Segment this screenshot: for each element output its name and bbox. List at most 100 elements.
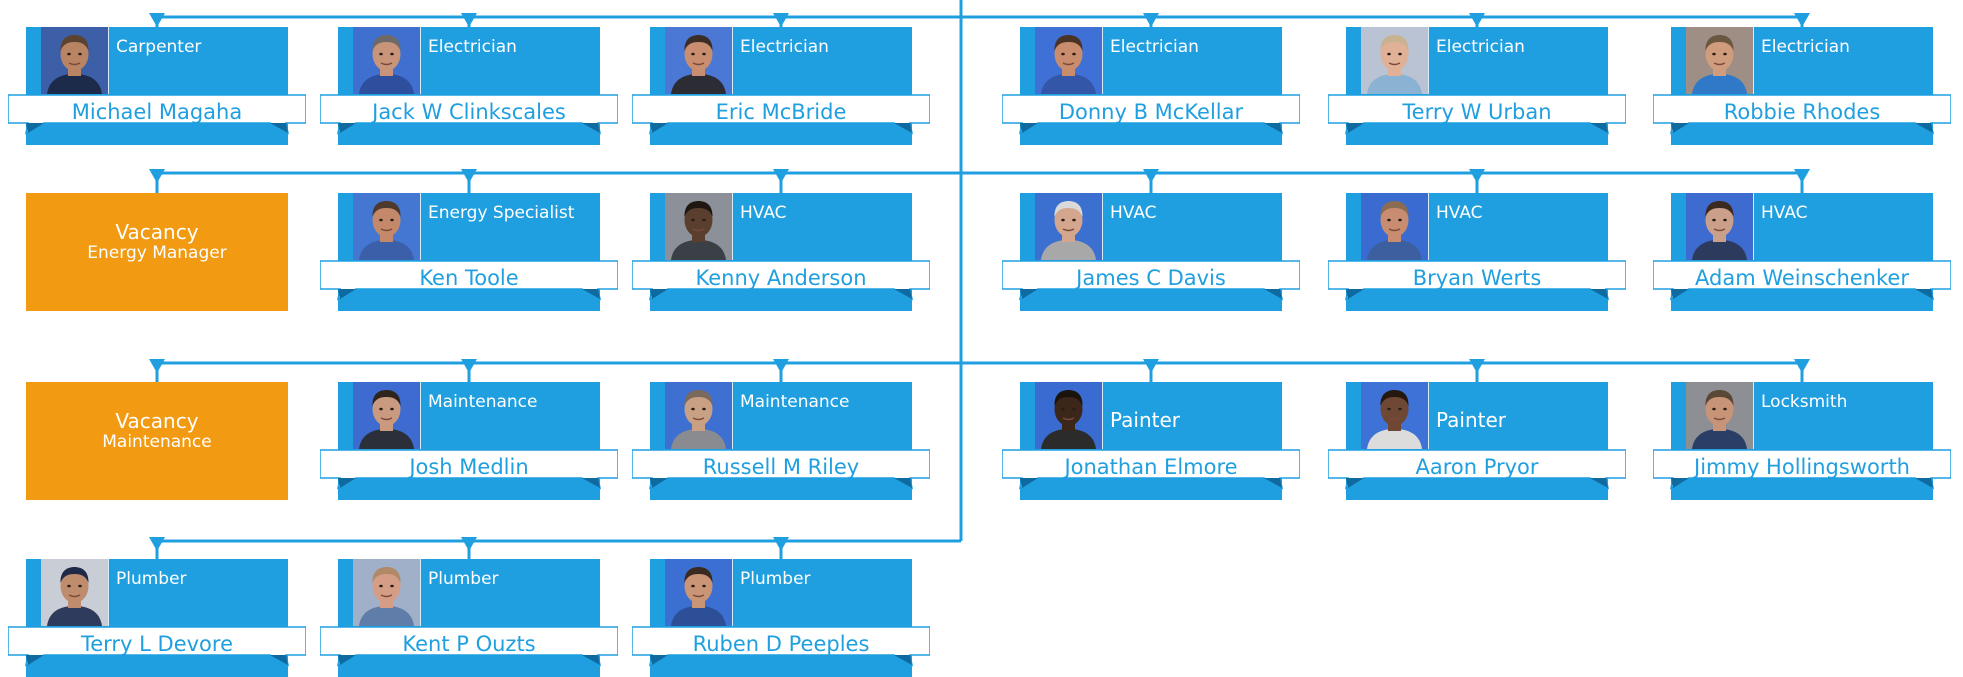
- employee-name: Adam Weinschenker: [1695, 266, 1909, 290]
- vacancy-title: Vacancy: [115, 220, 199, 244]
- employee-photo: [1361, 27, 1429, 94]
- name-ribbon: Josh Medlin: [320, 448, 618, 490]
- employee-card-kenny-anderson[interactable]: HVAC Kenny Anderson: [632, 193, 930, 311]
- connector-arrow: [149, 13, 165, 27]
- employee-card-james-c-davis[interactable]: HVAC James C Davis: [1002, 193, 1300, 311]
- employee-card-bryan-werts[interactable]: HVAC Bryan Werts: [1328, 193, 1626, 311]
- employee-role: Locksmith: [1761, 392, 1848, 412]
- employee-name: Robbie Rhodes: [1723, 100, 1881, 124]
- employee-card-michael-magaha[interactable]: Carpenter Michael Magaha: [8, 27, 306, 145]
- name-ribbon: Russell M Riley: [632, 448, 930, 490]
- employee-card-russell-m-riley[interactable]: Maintenance Russell M Riley: [632, 382, 930, 500]
- connector-arrow: [149, 537, 165, 551]
- employee-card-jonathan-elmore[interactable]: Painter Jonathan Elmore: [1002, 382, 1300, 500]
- employee-name: Russell M Riley: [702, 455, 860, 479]
- employee-card-ruben-d-peeples[interactable]: Plumber Ruben D Peeples: [632, 559, 930, 677]
- employee-name: Josh Medlin: [409, 455, 529, 479]
- employee-name: Aaron Pryor: [1415, 455, 1539, 479]
- name-ribbon: Donny B McKellar: [1002, 93, 1300, 135]
- connector-arrow: [461, 359, 477, 373]
- connector-arrow: [1143, 13, 1159, 27]
- employee-photo: [353, 559, 421, 626]
- employee-role: Electrician: [740, 37, 829, 57]
- employee-role: Maintenance: [740, 392, 850, 412]
- employee-name: Michael Magaha: [71, 100, 243, 124]
- name-ribbon: Terry L Devore: [8, 625, 306, 667]
- employee-photo: [1361, 382, 1429, 449]
- employee-card-terry-w-urban[interactable]: Electrician Terry W Urban: [1328, 27, 1626, 145]
- connector-arrow: [773, 537, 789, 551]
- connector-arrow: [1794, 169, 1810, 183]
- employee-name: Bryan Werts: [1412, 266, 1542, 290]
- name-ribbon: Robbie Rhodes: [1653, 93, 1951, 135]
- connector-arrow: [1469, 13, 1485, 27]
- employee-card-terry-l-devore[interactable]: Plumber Terry L Devore: [8, 559, 306, 677]
- name-ribbon: Jonathan Elmore: [1002, 448, 1300, 490]
- employee-role: Carpenter: [116, 37, 202, 57]
- name-ribbon: Kenny Anderson: [632, 259, 930, 301]
- employee-role: Maintenance: [428, 392, 538, 412]
- connector-arrow: [461, 13, 477, 27]
- connector-arrow: [1794, 359, 1810, 373]
- employee-card-adam-weinschenker[interactable]: HVAC Adam Weinschenker: [1653, 193, 1951, 311]
- name-ribbon: Adam Weinschenker: [1653, 259, 1951, 301]
- employee-name: Kenny Anderson: [695, 266, 867, 290]
- connector-arrow: [1469, 359, 1485, 373]
- employee-role: Electrician: [1110, 37, 1199, 57]
- employee-name: Donny B McKellar: [1058, 100, 1244, 124]
- name-ribbon: Kent P Ouzts: [320, 625, 618, 667]
- name-ribbon: Jack W Clinkscales: [320, 93, 618, 135]
- employee-name: Ken Toole: [419, 266, 519, 290]
- employee-role: HVAC: [740, 203, 787, 223]
- employee-role: Plumber: [740, 569, 811, 589]
- connector-arrow: [773, 359, 789, 373]
- employee-name: Jonathan Elmore: [1064, 455, 1238, 479]
- name-ribbon: Jimmy Hollingsworth: [1653, 448, 1951, 490]
- connector-arrow: [149, 359, 165, 373]
- name-ribbon: Aaron Pryor: [1328, 448, 1626, 490]
- name-ribbon: Eric McBride: [632, 93, 930, 135]
- employee-card-jimmy-hollingsworth[interactable]: Locksmith Jimmy Hollingsworth: [1653, 382, 1951, 500]
- employee-role: Plumber: [428, 569, 499, 589]
- connector-arrow: [1143, 169, 1159, 183]
- employee-photo: [1035, 27, 1103, 94]
- employee-card-kent-p-ouzts[interactable]: Plumber Kent P Ouzts: [320, 559, 618, 677]
- connector-arrow: [461, 537, 477, 551]
- employee-photo: [665, 559, 733, 626]
- employee-photo: [1686, 193, 1754, 260]
- employee-role: Plumber: [116, 569, 187, 589]
- employee-photo: [665, 193, 733, 260]
- employee-role: Electrician: [1436, 37, 1525, 57]
- vacancy-title: Vacancy: [115, 409, 199, 433]
- name-ribbon: Terry W Urban: [1328, 93, 1626, 135]
- vacancy-position: Maintenance: [102, 432, 212, 452]
- employee-card-aaron-pryor[interactable]: Painter Aaron Pryor: [1328, 382, 1626, 500]
- employee-photo: [665, 382, 733, 449]
- connector-arrow: [461, 169, 477, 183]
- employee-name: Jimmy Hollingsworth: [1694, 455, 1910, 479]
- employee-card-eric-mcbride[interactable]: Electrician Eric McBride: [632, 27, 930, 145]
- employee-card-ken-toole[interactable]: Energy Specialist Ken Toole: [320, 193, 618, 311]
- employee-photo: [353, 382, 421, 449]
- name-ribbon: Michael Magaha: [8, 93, 306, 135]
- connector-arrow: [773, 13, 789, 27]
- vacancy-position: Energy Manager: [87, 243, 227, 263]
- employee-card-robbie-rhodes[interactable]: Electrician Robbie Rhodes: [1653, 27, 1951, 145]
- employee-role: Painter: [1110, 408, 1181, 432]
- employee-card-jack-w-clinkscales[interactable]: Electrician Jack W Clinkscales: [320, 27, 618, 145]
- employee-photo: [1035, 382, 1103, 449]
- employee-card-josh-medlin[interactable]: Maintenance Josh Medlin: [320, 382, 618, 500]
- employee-photo: [353, 27, 421, 94]
- connector-arrow: [1469, 169, 1485, 183]
- connector-arrow: [1794, 13, 1810, 27]
- employee-card-donny-b-mckellar[interactable]: Electrician Donny B McKellar: [1002, 27, 1300, 145]
- connector-arrow: [149, 169, 165, 183]
- employee-photo: [353, 193, 421, 260]
- employee-role: Electrician: [428, 37, 517, 57]
- employee-name: Kent P Ouzts: [402, 632, 536, 656]
- employee-photo: [1035, 193, 1103, 260]
- name-ribbon: Ruben D Peeples: [632, 625, 930, 667]
